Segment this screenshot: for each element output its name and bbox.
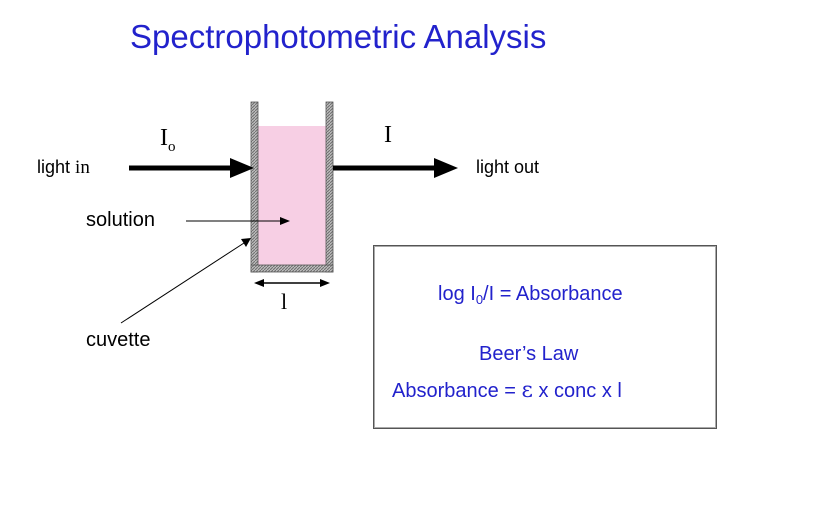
abs-rest: x conc x l — [532, 380, 622, 402]
epsilon-symbol: ε — [521, 378, 533, 403]
solution-label: solution — [86, 209, 155, 231]
cuvette-pointer-line — [120, 242, 245, 324]
cuvette-right-wall — [325, 101, 334, 273]
cuvette-label: cuvette — [86, 329, 151, 351]
absorbance-log-equation: log I0/I = Absorbance — [438, 283, 623, 307]
cuvette-left-wall — [250, 101, 259, 273]
log-rest: /I = Absorbance — [483, 283, 623, 305]
page-title: Spectrophotometric Analysis — [130, 18, 547, 55]
light-in-suffix: in — [75, 157, 90, 178]
beers-law-equation: Absorbance = ε x conc x l — [392, 378, 622, 403]
transmitted-intensity-label: I — [384, 122, 392, 148]
light-in-word: light — [37, 157, 71, 177]
incident-intensity-subscript: o — [168, 139, 176, 155]
solution-fill — [258, 126, 326, 267]
light-in-label: light in — [37, 157, 90, 179]
cuvette-bottom — [250, 264, 334, 273]
path-length-right-head — [320, 279, 330, 287]
light-out-label: light out — [476, 157, 540, 177]
solution-pointer-head — [280, 217, 290, 225]
light-out-arrow-head — [434, 158, 458, 178]
beers-law-heading: Beer’s Law — [479, 343, 579, 365]
equation-box: log I0/I = Absorbance Beer’s Law Absorba… — [373, 245, 717, 429]
abs-prefix: Absorbance = — [392, 380, 522, 402]
log-prefix: log I — [438, 283, 476, 305]
cuvette-pointer-head — [241, 238, 251, 247]
log-subscript: 0 — [475, 292, 484, 307]
path-length-label: l — [281, 289, 288, 314]
path-length-left-head — [254, 279, 264, 287]
incident-intensity-label: Io — [160, 125, 176, 156]
incident-intensity-symbol: I — [160, 125, 168, 151]
light-in-arrow-head — [230, 158, 254, 178]
